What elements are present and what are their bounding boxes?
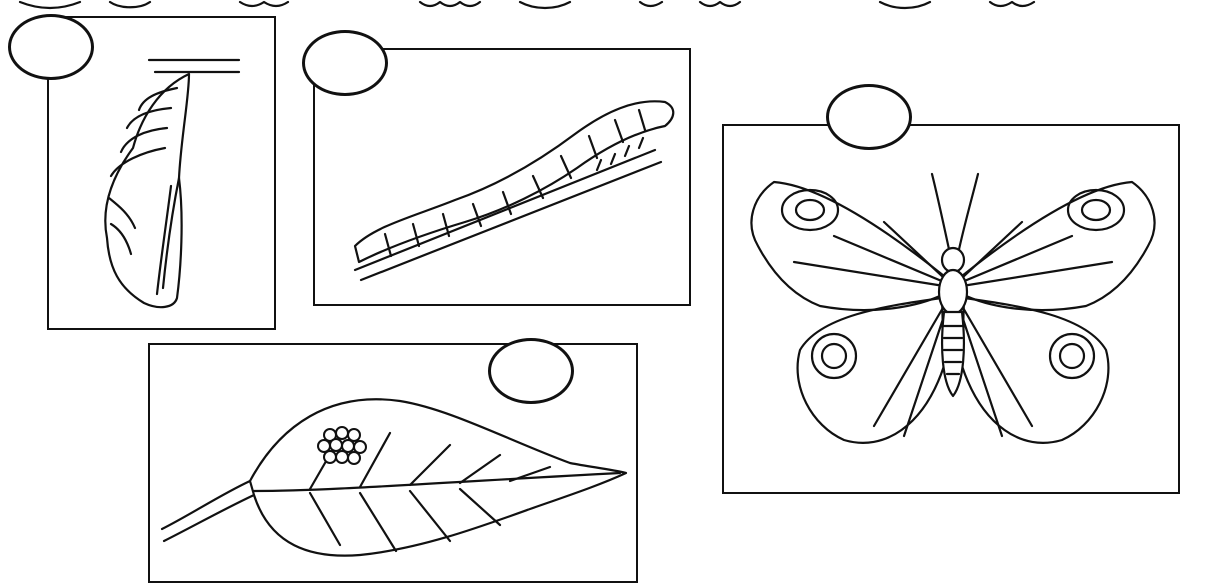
eggs-number-circle[interactable] [488, 338, 574, 404]
butterfly-illustration [724, 126, 1182, 496]
butterfly-card [722, 124, 1180, 494]
cropped-heading-script [0, 0, 1208, 14]
chrysalis-number-circle[interactable] [8, 14, 94, 80]
egg-cluster [318, 427, 366, 464]
caterpillar-number-circle[interactable] [302, 30, 388, 96]
butterfly-number-circle[interactable] [826, 84, 912, 150]
